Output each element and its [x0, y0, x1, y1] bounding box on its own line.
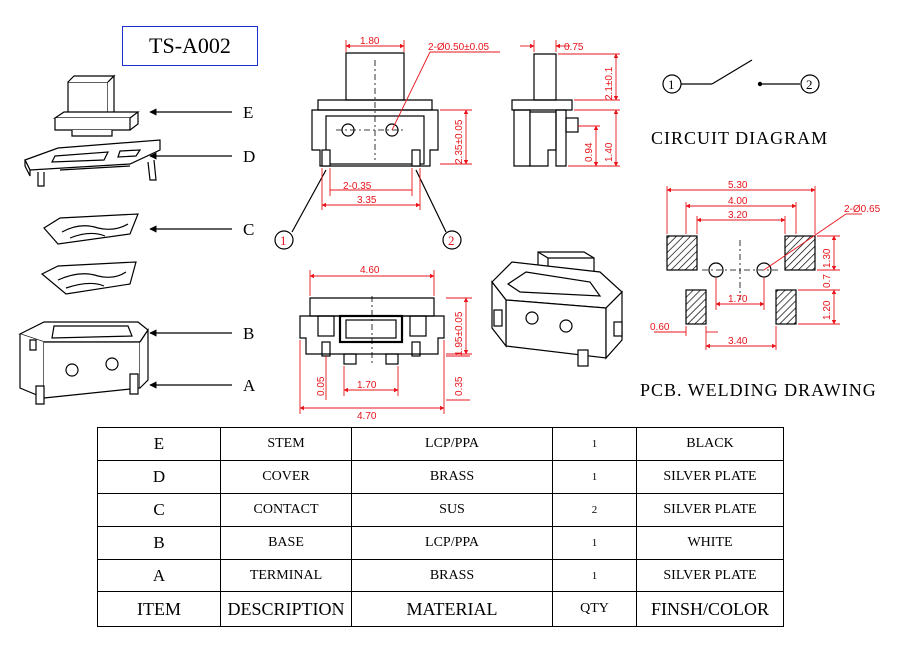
material-cell: SUS: [351, 492, 553, 527]
part-labels: E D C B A: [243, 103, 256, 395]
item-cell: B: [97, 525, 221, 560]
top-view-dim-text: 1.80 2-Ø0.50±0.05 2.35±0.05 2-0.35 3.35 …: [280, 36, 490, 248]
part-b-base: [18, 321, 149, 405]
description-cell: STEM: [220, 427, 352, 461]
finish-cell: SILVER PLATE: [636, 492, 784, 527]
description-cell: CONTACT: [220, 492, 352, 527]
pin-1-label: 1: [280, 233, 287, 248]
table-row: E STEM LCP/PPA 1 BLACK: [97, 427, 784, 461]
front-view-dim-text: 4.60 1.95±0.05 1.70 0.05 4.70 0.35: [316, 265, 465, 422]
part-label-e: E: [243, 103, 253, 122]
pcb-welding-drawing: [666, 235, 816, 325]
front-view-dims: [299, 270, 472, 414]
material-cell: BRASS: [351, 558, 553, 593]
dim-pcb-hole-pitch: 1.70: [728, 294, 748, 305]
top-view: [274, 52, 462, 250]
part-label-d: D: [243, 147, 255, 166]
front-view: [299, 296, 445, 366]
top-view-dims: [321, 40, 500, 210]
pcb-dims: [654, 186, 862, 350]
dim-pcb-pad-width: 0.60: [650, 322, 670, 333]
material-cell: BRASS: [351, 459, 553, 494]
dim-pcb-lower-pad: 1.20: [822, 300, 833, 320]
item-cell: E: [97, 427, 221, 461]
table-row: A TERMINAL BRASS 1 SILVER PLATE: [97, 558, 784, 593]
description-cell: COVER: [220, 459, 352, 494]
exploded-view: [18, 74, 232, 405]
dim-pin-span: 3.35: [357, 195, 377, 206]
description-cell: BASE: [220, 525, 352, 560]
item-cell: C: [97, 492, 221, 527]
header-item: ITEM: [97, 591, 221, 627]
dim-pin-width: 2-0.35: [343, 181, 372, 192]
circuit-pin-1: 1: [668, 77, 675, 92]
part-label-c: C: [243, 220, 254, 239]
side-view-dim-text: 0.75 2.1±0.1 0.94 1.40: [564, 42, 615, 162]
dim-pcb-outer: 5.30: [728, 180, 748, 191]
side-view: [511, 53, 579, 167]
item-cell: A: [97, 558, 221, 593]
dim-pcb-pad-span: 4.00: [728, 196, 748, 207]
table-row: C CONTACT SUS 2 SILVER PLATE: [97, 492, 784, 527]
pcb-dim-text: 5.30 4.00 3.20 2-Ø0.65 1.30 0.7 1.20 1.7…: [650, 180, 881, 347]
part-c-contact-lower: [40, 261, 137, 295]
header-description: DESCRIPTION: [220, 591, 352, 627]
table-row: D COVER BRASS 1 SILVER PLATE: [97, 459, 784, 494]
pcb-welding-caption: PCB. WELDING DRAWING: [640, 380, 877, 400]
header-qty: QTY: [552, 591, 637, 627]
dim-hole-diameter: 2-Ø0.50±0.05: [428, 42, 490, 53]
dim-body-height: 1.40: [604, 142, 615, 162]
dim-stem-depth: 0.75: [564, 42, 584, 53]
isometric-view: [491, 251, 623, 367]
dim-terminal-pitch: 1.70: [357, 380, 377, 391]
item-cell: D: [97, 459, 221, 494]
qty-cell: 1: [552, 459, 637, 494]
header-finish: FINSH/COLOR: [636, 591, 784, 627]
dim-stem-height: 2.1±0.1: [604, 66, 615, 100]
finish-cell: BLACK: [636, 427, 784, 461]
part-leaders: [149, 108, 232, 389]
side-view-dims: [520, 40, 620, 167]
bill-of-materials-table: E STEM LCP/PPA 1 BLACK D COVER BRASS 1 S…: [97, 427, 784, 627]
part-d-cover: [24, 139, 161, 187]
dim-pcb-gap: 0.7: [822, 274, 833, 288]
dim-stem-width: 1.80: [360, 36, 380, 47]
table-header-row: ITEM DESCRIPTION MATERIAL QTY FINSH/COLO…: [97, 591, 784, 627]
dim-overall-length: 4.70: [357, 411, 377, 422]
pin-2-label: 2: [448, 233, 455, 248]
dim-pcb-pad-height: 1.30: [822, 248, 833, 268]
dim-hole-offset: 2.35±0.05: [454, 119, 465, 164]
part-number-title: TS-A002: [122, 26, 258, 66]
description-cell: TERMINAL: [220, 558, 352, 593]
dim-pcb-hole: 2-Ø0.65: [844, 204, 881, 215]
finish-cell: WHITE: [636, 525, 784, 560]
circuit-diagram-caption: CIRCUIT DIAGRAM: [651, 128, 829, 148]
dim-button-height: 0.94: [584, 142, 595, 162]
dim-body-thickness: 1.95±0.05: [454, 311, 465, 356]
qty-cell: 1: [552, 427, 637, 461]
circuit-pin-2: 2: [806, 77, 813, 92]
table-row: B BASE LCP/PPA 1 WHITE: [97, 525, 784, 560]
part-e-stem: [53, 74, 140, 137]
dim-body-length: 4.60: [360, 265, 380, 276]
circuit-diagram: [662, 59, 820, 94]
dim-pcb-inner: 3.20: [728, 210, 748, 221]
dim-front-offset: 0.05: [316, 376, 327, 396]
part-label-b: B: [243, 324, 254, 343]
finish-cell: SILVER PLATE: [636, 558, 784, 593]
dim-pcb-lower-span: 3.40: [728, 336, 748, 347]
finish-cell: SILVER PLATE: [636, 459, 784, 494]
dim-terminal-height: 0.35: [454, 376, 465, 396]
material-cell: LCP/PPA: [351, 427, 553, 461]
qty-cell: 1: [552, 558, 637, 593]
qty-cell: 2: [552, 492, 637, 527]
part-c-contact-upper: [43, 213, 139, 245]
qty-cell: 1: [552, 525, 637, 560]
header-material: MATERIAL: [351, 591, 553, 627]
part-label-a: A: [243, 376, 256, 395]
material-cell: LCP/PPA: [351, 525, 553, 560]
